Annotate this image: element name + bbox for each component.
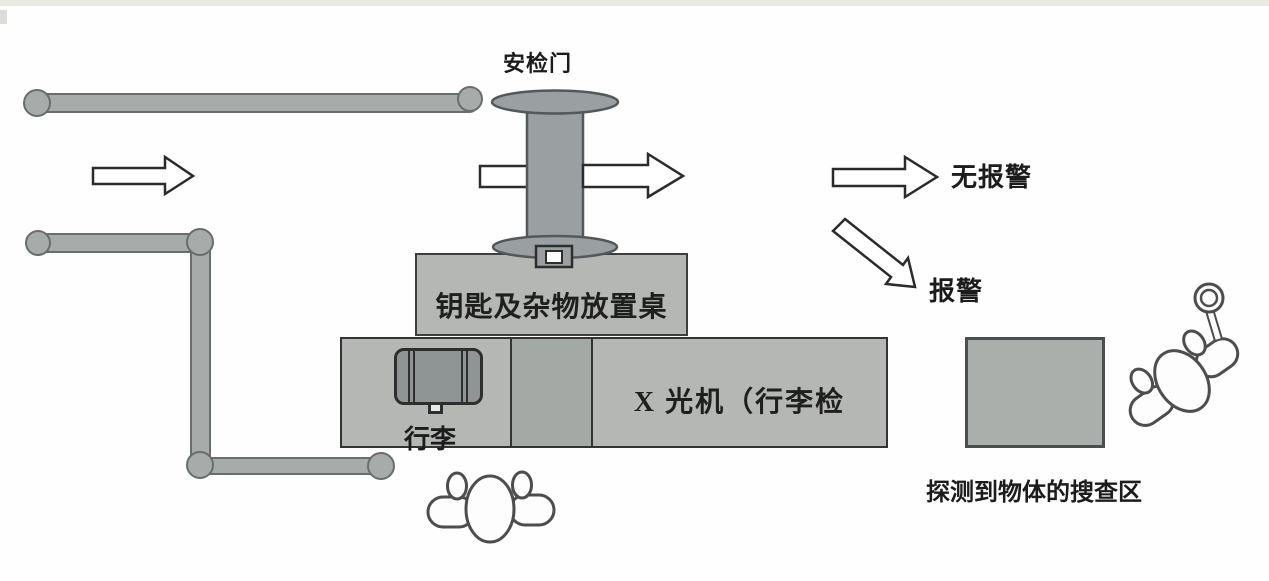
inspector-left-shoulder [1129,367,1155,395]
officer-body [464,474,516,544]
scan-edge-artifact [0,0,1269,6]
wand-ring-outer [1193,282,1225,314]
xray-machine-label: X 光机（行李检 [633,386,846,418]
rail-end-knob [25,230,51,256]
officer-left-shoulder [446,471,468,501]
rail-end-knob [457,86,483,112]
inspector-right-shoulder [1182,329,1207,357]
no-alarm-label: 无报警 [951,163,1033,192]
queue-rail-top [23,86,483,117]
security-gate-column [525,99,585,249]
security-gate-label: 安检门 [503,51,573,76]
flow-arrow-entry [91,154,196,197]
luggage-label: 行李 [404,425,457,454]
metal-detector-wand-icon [1193,282,1225,343]
xray-machine-section: X 光机（行李检 [593,339,886,446]
gate-mount-bracket-core [545,250,563,264]
flow-arrow-gate-head [581,151,686,200]
search-area-label: 探测到物体的搜查区 [926,480,1142,506]
conveyor-tunnel-section [512,339,593,446]
alarm-label: 报警 [929,277,984,306]
security-gate [490,89,620,269]
luggage-loading-section: 行李 [342,339,512,454]
rail-corner-knob [186,228,214,256]
wand-ring-inner [1199,288,1219,308]
officer-right-shoulder [511,470,533,500]
scan-edge-artifact-left [0,10,7,24]
inspector-body [1153,349,1211,413]
no-alarm-arrow [831,154,940,200]
security-officer-icon [426,470,556,544]
rail-end-knob [23,89,51,117]
search-area-box [965,337,1105,448]
flow-arrow-gate-tail [478,164,532,189]
officer-right-arm [508,493,556,527]
rail-end-knob [367,452,395,480]
security-gate-top [490,89,620,115]
wand-handle [1204,307,1224,343]
keys-table-label: 钥匙及杂物放置桌 [435,292,668,323]
suitcase-strap [408,351,415,402]
xray-conveyor: 行李 X 光机（行李检 [340,337,888,454]
suitcase-strap [461,351,468,402]
inspector-icon [1128,329,1240,427]
suitcase-icon [394,348,483,405]
rail-corner-knob [186,451,214,479]
alarm-arrow [831,217,917,289]
queue-rail-lower [25,228,395,480]
